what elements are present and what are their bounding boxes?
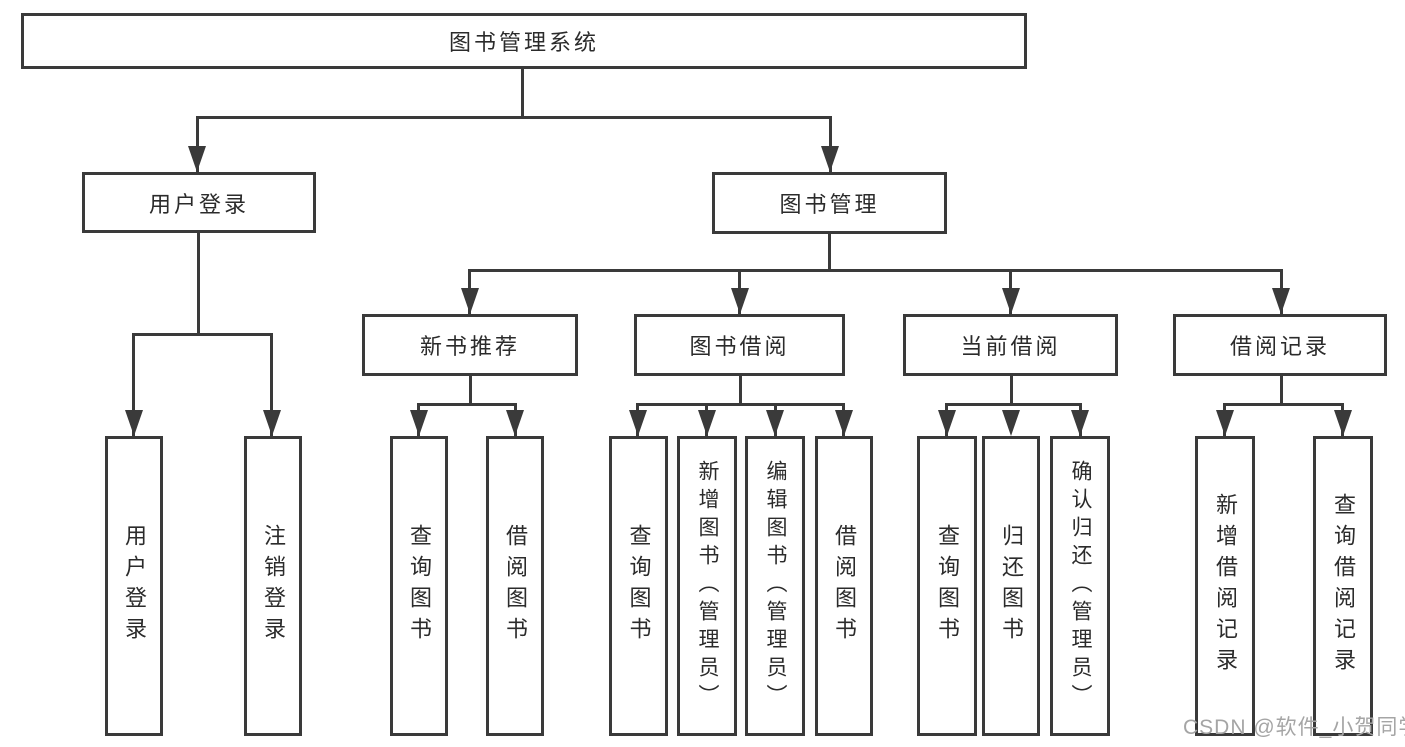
connector-stem-book-mgmt <box>829 116 832 172</box>
leaf-bb-edit-books-label: 编辑图书（管理员） <box>764 460 787 712</box>
leaf-cb-return-books: 归还图书 <box>982 436 1040 736</box>
leaf-cb-confirm-return-label: 确认归还（管理员） <box>1069 460 1092 712</box>
connector-root-branch <box>196 116 832 119</box>
leaf-logout-label: 注销登录 <box>261 524 286 648</box>
connector-stem-leaf-logout <box>270 333 273 436</box>
node-user-login: 用户登录 <box>82 172 316 233</box>
node-book-mgmt-label: 图书管理 <box>779 192 880 217</box>
arrowhead-icon <box>766 410 784 436</box>
connector-current-borrow-stem <box>1010 376 1013 406</box>
leaf-rec-borrow-books-label: 借阅图书 <box>503 524 528 648</box>
leaf-bb-query-books: 查询图书 <box>609 436 668 736</box>
connector-book-mgmt-stem <box>828 234 831 272</box>
connector-borrow-records-stem <box>1280 376 1283 406</box>
node-borrow-records-label: 借阅记录 <box>1229 334 1330 359</box>
arrowhead-icon <box>125 410 143 436</box>
node-root-label: 图书管理系统 <box>448 30 599 55</box>
leaf-bb-edit-books: 编辑图书（管理员） <box>745 436 805 736</box>
connector-new-book-rec-stem <box>469 376 472 406</box>
connector-stem-leaf-user-login <box>132 333 135 436</box>
arrowhead-icon <box>1002 288 1020 314</box>
leaf-logout: 注销登录 <box>244 436 302 736</box>
arrowhead-icon <box>506 410 524 436</box>
leaf-user-login: 用户登录 <box>105 436 163 736</box>
node-current-borrow: 当前借阅 <box>903 314 1118 376</box>
arrowhead-icon <box>263 410 281 436</box>
leaf-cb-query-books: 查询图书 <box>917 436 977 736</box>
arrowhead-icon <box>938 410 956 436</box>
arrowhead-icon <box>731 288 749 314</box>
connector-user-login-branch <box>132 333 273 336</box>
node-book-borrow: 图书借阅 <box>634 314 845 376</box>
node-current-borrow-label: 当前借阅 <box>960 334 1061 359</box>
arrowhead-icon <box>1002 410 1020 436</box>
arrowhead-icon <box>1272 288 1290 314</box>
connector-stem-user-login <box>196 116 199 172</box>
arrowhead-icon <box>1334 410 1352 436</box>
csdn-watermark: CSDN @软件_小贺同学 <box>1183 716 1405 739</box>
node-book-mgmt: 图书管理 <box>712 172 947 234</box>
connector-book-mgmt-branch <box>469 269 1283 272</box>
connector-book-borrow-stem <box>739 376 742 406</box>
arrowhead-icon <box>698 410 716 436</box>
leaf-cb-query-books-label: 查询图书 <box>935 524 960 648</box>
leaf-cb-return-books-label: 归还图书 <box>999 524 1024 648</box>
leaf-br-add-record: 新增借阅记录 <box>1195 436 1255 736</box>
leaf-bb-borrow-books-label: 借阅图书 <box>832 524 857 648</box>
leaf-bb-query-books-label: 查询图书 <box>626 524 652 648</box>
leaf-br-add-record-label: 新增借阅记录 <box>1213 493 1238 679</box>
leaf-cb-confirm-return: 确认归还（管理员） <box>1050 436 1110 736</box>
connector-root-stem <box>521 69 524 117</box>
node-book-borrow-label: 图书借阅 <box>689 334 790 359</box>
leaf-bb-add-books: 新增图书（管理员） <box>677 436 737 736</box>
node-root: 图书管理系统 <box>21 13 1027 69</box>
arrowhead-icon <box>188 146 206 172</box>
leaf-rec-borrow-books: 借阅图书 <box>486 436 544 736</box>
connector-book-borrow-branch <box>636 403 845 406</box>
leaf-br-query-record-label: 查询借阅记录 <box>1331 493 1356 679</box>
leaf-rec-query-books-label: 查询图书 <box>407 524 432 648</box>
connector-current-borrow-branch <box>945 403 1082 406</box>
node-new-book-rec-label: 新书推荐 <box>419 334 520 359</box>
node-new-book-rec: 新书推荐 <box>362 314 578 376</box>
leaf-user-login-label: 用户登录 <box>122 524 147 648</box>
leaf-rec-query-books: 查询图书 <box>390 436 448 736</box>
leaf-bb-borrow-books: 借阅图书 <box>815 436 873 736</box>
node-borrow-records: 借阅记录 <box>1173 314 1387 376</box>
arrowhead-icon <box>1216 410 1234 436</box>
connector-borrow-records-branch <box>1223 403 1344 406</box>
node-user-login-label: 用户登录 <box>148 191 249 217</box>
arrowhead-icon <box>1071 410 1089 436</box>
leaf-bb-add-books-label: 新增图书（管理员） <box>696 460 719 712</box>
connector-user-login-stem <box>197 233 200 335</box>
arrowhead-icon <box>629 410 647 436</box>
arrowhead-icon <box>461 288 479 314</box>
arrowhead-icon <box>410 410 428 436</box>
connector-new-book-rec-branch <box>417 403 517 406</box>
leaf-br-query-record: 查询借阅记录 <box>1313 436 1373 736</box>
arrowhead-icon <box>821 146 839 172</box>
arrowhead-icon <box>835 410 853 436</box>
